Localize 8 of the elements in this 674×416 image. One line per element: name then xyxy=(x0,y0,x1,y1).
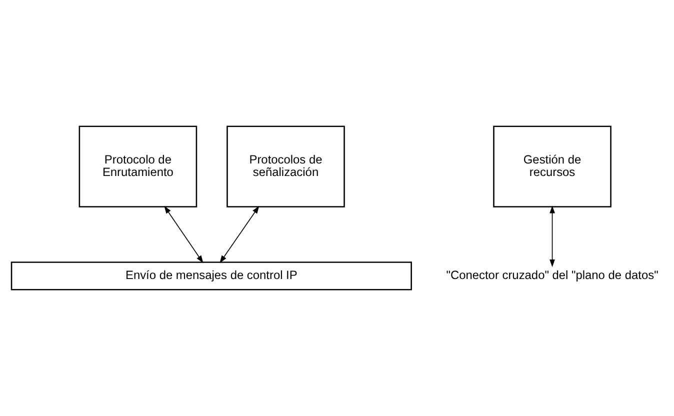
node-text: "Conector cruzado" del "plano de datos" xyxy=(446,268,658,282)
arrow xyxy=(220,206,260,264)
arrow xyxy=(550,206,555,268)
node-box: Envío de mensajes de control IP xyxy=(10,262,412,290)
node-box: Protocolo de Enrutamiento xyxy=(78,126,198,208)
node-box: Protocolos de señalización xyxy=(226,126,345,208)
arrow xyxy=(164,206,204,264)
node-box: Gestión de recursos xyxy=(493,126,612,208)
